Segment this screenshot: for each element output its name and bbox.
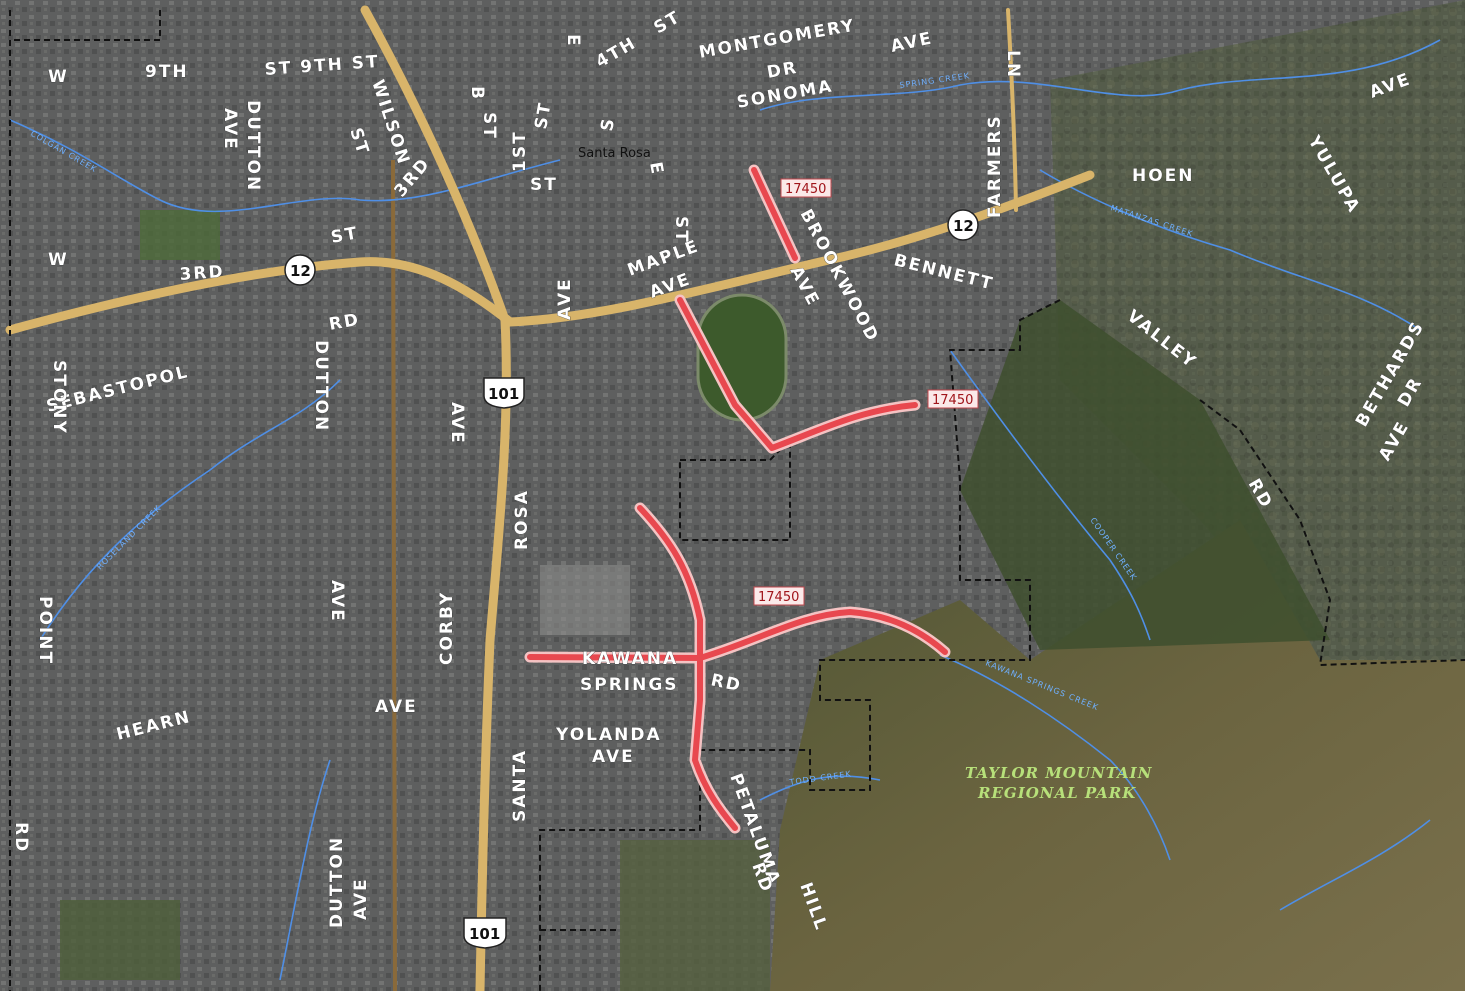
jurisdiction-boundary [9, 10, 1465, 991]
sr12-shield-west: 12 [284, 254, 316, 286]
svg-text:DR: DR [765, 58, 799, 83]
svg-text:101: 101 [488, 385, 519, 403]
us101-shield-north: 101 [483, 377, 525, 409]
svg-text:S: S [597, 115, 619, 133]
svg-text:RD: RD [709, 670, 744, 696]
svg-text:ST: ST [329, 223, 360, 248]
svg-text:ROSA: ROSA [512, 489, 532, 550]
svg-text:AVE: AVE [555, 277, 575, 320]
us101-shield-south: 101 [463, 917, 507, 949]
svg-text:STONY: STONY [49, 360, 69, 435]
svg-text:AVE: AVE [447, 402, 467, 445]
svg-text:DUTTON: DUTTON [243, 100, 263, 192]
svg-text:17450: 17450 [785, 182, 826, 197]
svg-text:LN: LN [1003, 50, 1023, 79]
project-label-3: 17450 [753, 586, 805, 606]
svg-text:ST: ST [530, 175, 558, 195]
svg-text:W: W [48, 67, 69, 87]
svg-text:HOEN: HOEN [1132, 166, 1195, 186]
segment-kawana-springs [527, 609, 948, 661]
svg-text:FARMERS: FARMERS [985, 114, 1005, 218]
sr12-shield-east: 12 [947, 209, 979, 241]
railroad [391, 159, 397, 991]
svg-text:RD: RD [11, 822, 31, 853]
svg-text:1ST: 1ST [510, 130, 530, 172]
svg-text:E: E [563, 34, 583, 48]
svg-text:SANTA: SANTA [510, 749, 530, 822]
park-label-line2: REGIONAL PARK [977, 784, 1136, 802]
svg-text:101: 101 [469, 925, 500, 943]
field-sw [60, 900, 180, 980]
svg-text:3RD: 3RD [179, 262, 225, 285]
svg-text:12: 12 [290, 262, 311, 280]
segment-petaluma-hill [637, 505, 738, 831]
svg-text:ST: ST [479, 112, 499, 140]
svg-text:AVE: AVE [375, 697, 418, 717]
svg-text:DUTTON: DUTTON [311, 340, 331, 432]
svg-text:AVE: AVE [220, 108, 240, 151]
svg-text:AVE: AVE [592, 747, 635, 767]
sr-12 [5, 170, 1095, 335]
park-label-line1: TAYLOR MOUNTAIN [965, 764, 1153, 782]
svg-text:17450: 17450 [758, 590, 799, 605]
svg-text:DUTTON: DUTTON [327, 836, 347, 928]
svg-text:SPRINGS: SPRINGS [580, 675, 679, 695]
green-residential-east [1050, 0, 1465, 660]
svg-text:KAWANA: KAWANA [582, 649, 678, 669]
highways [5, 5, 1095, 991]
svg-text:17450: 17450 [932, 393, 973, 408]
hills-north [960, 300, 1330, 650]
project-label-1: 17450 [780, 178, 832, 198]
segment-brookwood-north [751, 167, 798, 261]
svg-text:ST: ST [671, 216, 691, 244]
farmers-ln [1006, 8, 1018, 212]
svg-text:9TH: 9TH [145, 62, 189, 82]
svg-text:12: 12 [953, 217, 974, 235]
city-label: Santa Rosa [578, 146, 651, 161]
svg-text:YOLANDA: YOLANDA [555, 725, 662, 745]
field-west [140, 210, 220, 260]
svg-text:W: W [48, 250, 69, 270]
field-south [620, 840, 770, 991]
project-segments[interactable] [524, 164, 951, 834]
svg-text:E: E [645, 160, 667, 177]
svg-text:B: B [467, 86, 487, 101]
svg-text:AVE: AVE [327, 580, 347, 623]
svg-text:CORBY: CORBY [437, 591, 457, 665]
segment-brookwood-racetrack [677, 297, 918, 451]
project-label-2: 17450 [927, 389, 979, 409]
parking-lot [540, 565, 630, 635]
svg-text:AVE: AVE [351, 877, 371, 920]
svg-text:POINT: POINT [35, 596, 55, 665]
us-101 [360, 5, 511, 991]
